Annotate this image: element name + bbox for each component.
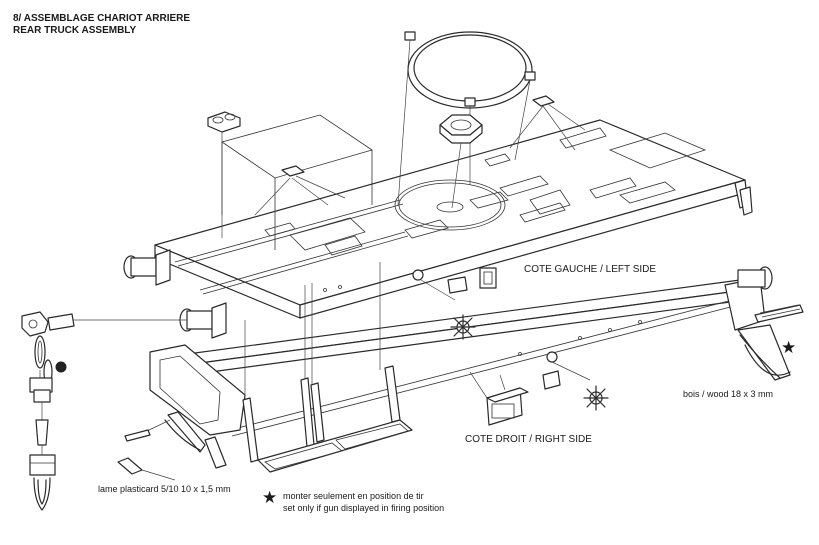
fittings [412,267,609,426]
note-firing-en: set only if gun displayed in firing posi… [283,503,445,513]
firing-legs-left [117,411,227,481]
label-right-side: COTE DROIT / RIGHT SIDE [465,434,592,445]
axle-spindles [60,249,227,339]
label-wood: bois / wood 18 x 3 mm [683,389,774,399]
right-side-frame [149,277,766,437]
title-en: REAR TRUCK ASSEMBLY [13,25,137,36]
turntable-ring [397,31,536,206]
star-icon: ★ [262,488,278,508]
star-icon: ★ [781,338,797,358]
star-gear-right [583,385,609,411]
label-left-side: COTE GAUCHE / LEFT SIDE [524,264,657,275]
rear-spindle-right [737,266,804,381]
chassis-top-plate [154,119,746,319]
pivot-nut [439,114,483,209]
right-end-bracket [734,179,753,216]
support-stays [242,262,413,473]
note-firing-fr: monter seulement en position de tir [283,491,424,501]
star-gear-left [450,314,476,340]
title-fr: 8/ ASSEMBLAGE CHARIOT ARRIERE [13,13,191,24]
top-pads [207,95,586,238]
label-plasticard: lame plasticard 5/10 10 x 1,5 mm [98,484,231,494]
tow-hook-chain [21,311,75,511]
